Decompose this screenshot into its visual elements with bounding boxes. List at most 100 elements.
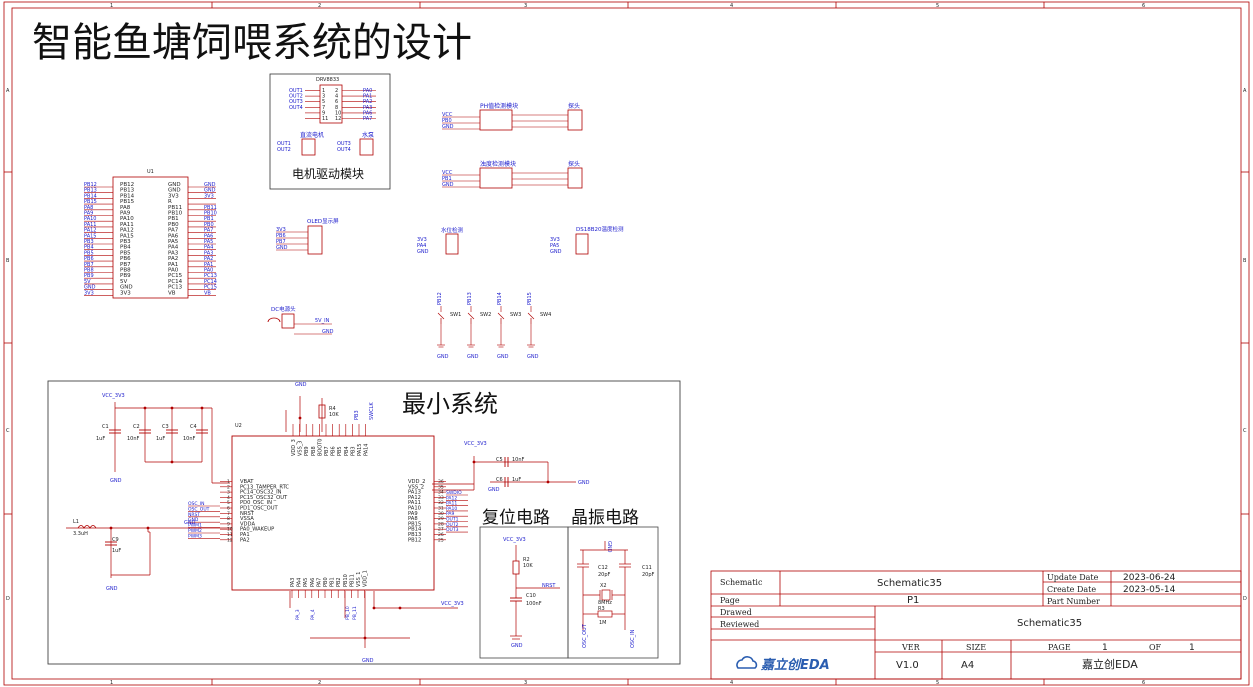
reset-circuit: 复位电路 VCC_3V3 R2 10K NRST C10 100nF GND [479, 508, 569, 659]
mcu-right-net: PC13 [204, 273, 217, 279]
u2-right-num: 34 [438, 490, 444, 496]
motor1-net: OUT2 [277, 147, 291, 153]
mcu-right-net: PB1 [204, 216, 214, 222]
mcu-right-net: GND [204, 182, 216, 188]
mcu-left-net: PA11 [84, 222, 96, 228]
switch-gnd: GND [527, 354, 539, 360]
ph-net: PB0 [442, 118, 452, 124]
gnd-label: GND [110, 478, 122, 484]
mcu-right-net: PA0 [204, 268, 213, 274]
oled-module: OLED显示屏 3V3 PB6 PB7 GND [276, 218, 339, 255]
u2-right-pin: VSS_2 [408, 484, 424, 490]
mcu-right-net: PA4 [204, 245, 213, 251]
switch-net: PB14 [497, 292, 503, 305]
u2-left-pin: PC13_TAMPER_RTC [240, 484, 289, 490]
drv-pin-num: 11 [322, 116, 328, 122]
u2-right-net: PA11 [446, 501, 457, 507]
u2-right-num: 32 [438, 500, 444, 506]
u2-left-num: 1 [227, 479, 230, 485]
mcu-right-pin: PC14 [168, 279, 183, 285]
motor2-net: OUT3 [337, 141, 351, 147]
level-net: GND [417, 249, 429, 255]
vcc-label: VCC_3V3 [441, 601, 464, 607]
mcu-right-net: PA1 [204, 262, 213, 268]
row-label: B [1243, 258, 1247, 264]
u2-bottom-net: PA_3 [295, 609, 301, 620]
ds18-net: PA5 [550, 243, 559, 249]
mcu-left-pin: PA11 [120, 222, 134, 228]
mcu-left-net: PA15 [84, 233, 96, 239]
u2-right-num: 29 [438, 516, 444, 522]
cap-val: 10nF [183, 436, 196, 442]
u2-bottom-net: PB_10 [345, 606, 351, 620]
switch-ref: SW4 [540, 312, 551, 318]
turb-net: VCC [442, 170, 453, 176]
mcu-right-pin: PA3 [168, 250, 179, 256]
drv-net: PA0 [363, 88, 372, 94]
mcu-right-pin: PA5 [168, 239, 179, 245]
dc-label: DC电源头 [271, 305, 296, 313]
u2-right-pin: PA9 [408, 511, 418, 517]
x2-val: 8MHz [598, 600, 612, 606]
tb-page-label: Page [720, 596, 740, 605]
mcu-right-net: PA3 [204, 250, 213, 256]
col-label: 1 [110, 3, 113, 9]
mcu-right-net: 3V3 [204, 193, 214, 199]
u2-bottom-net: PB_11 [352, 606, 358, 620]
tb-of-value: 1 [1189, 643, 1195, 653]
tb-update-value: 2023-06-24 [1123, 573, 1176, 583]
col-label: 3 [524, 3, 527, 9]
mcu-left-net: PB14 [84, 193, 97, 199]
ds18-net: GND [550, 249, 562, 255]
col-label: 5 [936, 3, 939, 9]
mcu-right-pin: PA1 [168, 262, 178, 268]
turb-conn-label: 探头 [568, 160, 580, 168]
mcu-left-net: PB6 [84, 256, 94, 262]
mcu-right-pin: PB1 [168, 216, 179, 222]
u2-top-pin: PB7 [324, 446, 330, 456]
u2-left-num: 12 [227, 537, 233, 543]
u2-left-pin: PA2 [240, 537, 250, 543]
top-net: SWCLK [369, 402, 375, 420]
switch-gnd: GND [437, 354, 449, 360]
u2-right-num: 35 [438, 484, 444, 490]
u2-right-num: 30 [438, 511, 444, 517]
mcu-left-pin: PB9 [120, 273, 131, 279]
mcu-left-pin: PA10 [120, 216, 134, 222]
ph-net: VCC [442, 112, 453, 118]
mcu-right-pin: PA7 [168, 228, 179, 234]
mcu-right-net: PA6 [204, 233, 213, 239]
mcu-left-net: PA9 [84, 211, 93, 217]
c9-val: 1uF [112, 548, 121, 554]
col-label: 2 [318, 680, 321, 686]
drv-pin-num: 2 [335, 88, 338, 94]
ds18b20-module: DS18B20温度检测 3V3 PA5 GND [550, 225, 624, 255]
u2-right-num: 26 [438, 532, 444, 538]
r4-ref: R4 [329, 406, 336, 412]
row-label: A [6, 88, 10, 94]
tb-size-value: A4 [961, 660, 974, 671]
mcu-left-pin: PB13 [120, 188, 135, 194]
title-block: Schematic Update Date Create Date Page P… [710, 570, 1242, 680]
cap-ref: C3 [162, 424, 169, 430]
drv-net: OUT3 [289, 99, 303, 105]
mcu-right-pin: PA6 [168, 233, 179, 239]
mcu-right-net: PC14 [204, 279, 217, 285]
ph-label: PH值检测模块 [480, 102, 518, 110]
u2-left-pin: PC15_OSC32_OUT [240, 495, 288, 501]
reset-title: 复位电路 [482, 508, 550, 528]
tb-create-label: Create Date [1047, 585, 1096, 594]
u2-left-pin: PD1_OSC_OUT [240, 506, 278, 512]
drv-pin-num: 3 [322, 94, 325, 100]
u2-bottom-pin: PA7 [316, 578, 322, 587]
u2-top-pin: PB3 [350, 446, 356, 456]
cap-ref: C4 [190, 424, 197, 430]
drv-net: PA7 [363, 116, 372, 122]
c12-ref: C12 [598, 565, 608, 571]
mcu-left-pin: PB15 [120, 199, 135, 205]
tb-update-label: Update Date [1047, 573, 1099, 582]
drv-pin-num: 8 [335, 105, 338, 111]
gnd-label: GND [578, 480, 590, 486]
